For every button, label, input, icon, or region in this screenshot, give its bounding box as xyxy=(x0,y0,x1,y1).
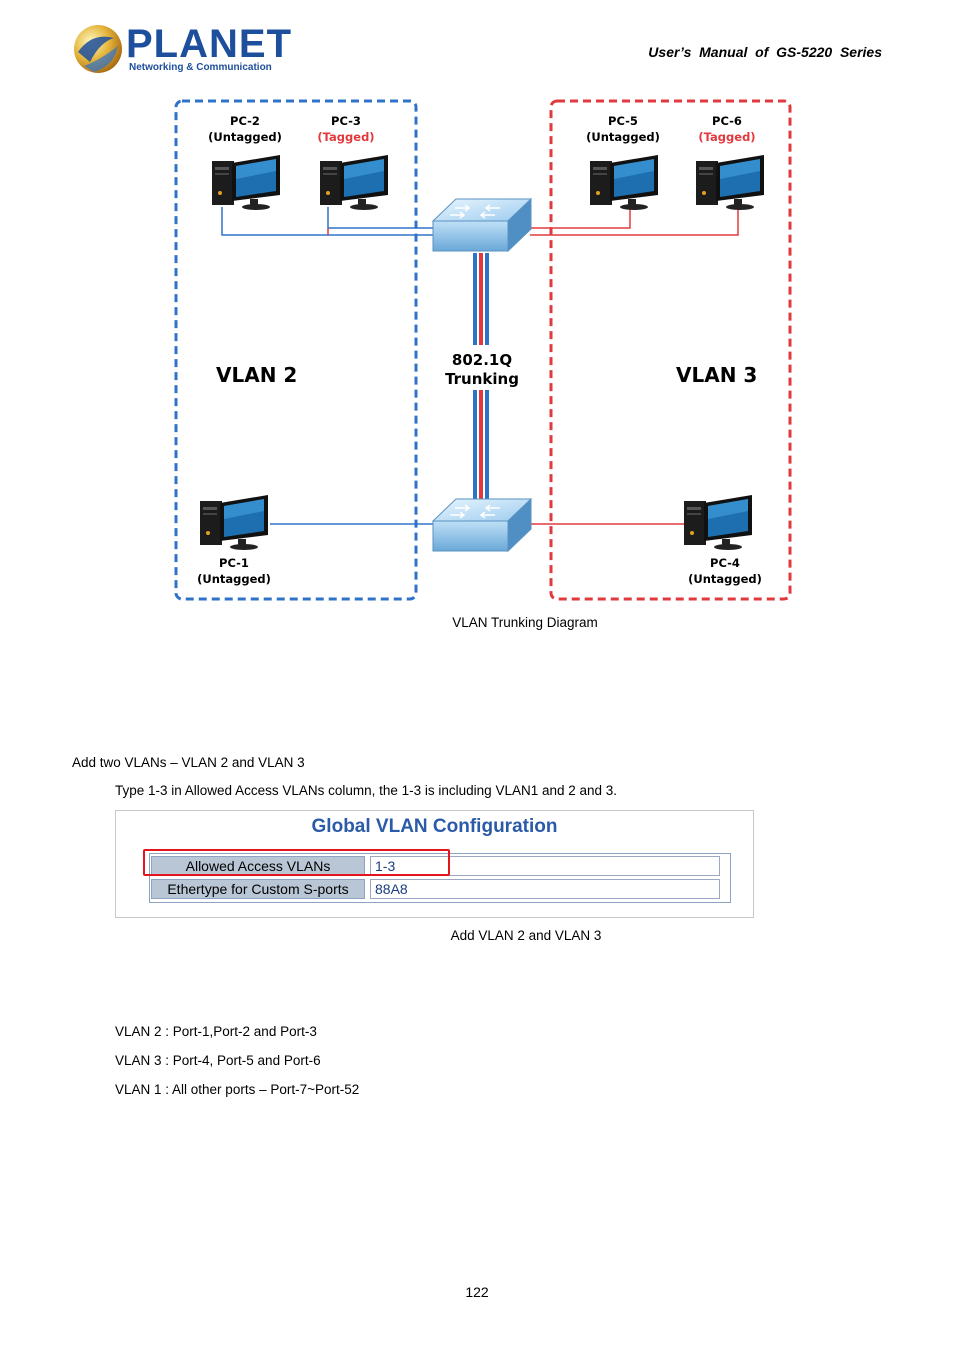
ethertype-label: Ethertype for Custom S-ports xyxy=(151,879,365,899)
planet-logo xyxy=(70,22,270,78)
pc-mode: (Tagged) xyxy=(698,130,755,144)
brand-tagline: Networking & Communication xyxy=(129,62,272,73)
allowed-access-vlans-input[interactable]: 1-3 xyxy=(370,856,720,876)
brand-name: PLANET xyxy=(126,22,292,66)
allowed-access-vlans-label: Allowed Access VLANs xyxy=(151,856,365,876)
step-detail: Type 1-3 in Allowed Access VLANs column,… xyxy=(115,783,618,798)
pc-icon xyxy=(684,495,752,550)
table-row: Ethertype for Custom S-ports 88A8 xyxy=(150,878,730,900)
pc-label: PC-3 xyxy=(331,114,361,128)
trunk-label-line2: Trunking xyxy=(445,370,519,388)
step-text: Add two VLANs – VLAN 2 and VLAN 3 xyxy=(72,755,305,770)
port-assignment-item: VLAN 3 : Port-4, Port-5 and Port-6 xyxy=(115,1053,321,1068)
page-number: 122 xyxy=(465,1284,489,1300)
pc-label: PC-1 xyxy=(219,556,249,570)
port-assignment-item: VLAN 2 : Port-1,Port-2 and Port-3 xyxy=(115,1024,317,1039)
figure-caption: VLAN Trunking Diagram xyxy=(452,615,598,630)
pc-label: PC-4 xyxy=(710,556,740,570)
pc-icon xyxy=(200,495,268,550)
vlan2-boundary xyxy=(174,99,418,601)
vlan3-boundary xyxy=(549,99,792,601)
switch-bottom-icon xyxy=(431,497,533,553)
vlan3-label: VLAN 3 xyxy=(676,363,757,387)
figure-caption: Add VLAN 2 and VLAN 3 xyxy=(450,928,602,943)
ethertype-input[interactable]: 88A8 xyxy=(370,879,720,899)
globe-icon xyxy=(74,25,122,73)
panel-title: Global VLAN Configuration xyxy=(311,816,558,837)
table-row: Allowed Access VLANs 1-3 xyxy=(150,855,730,877)
config-table: Allowed Access VLANs 1-3 Ethertype for C… xyxy=(149,853,731,903)
global-vlan-config-panel: Global VLAN Configuration Allowed Access… xyxy=(115,810,754,918)
pc-icon xyxy=(696,155,764,210)
switch-top-icon xyxy=(431,197,533,253)
pc-mode: (Tagged) xyxy=(317,130,374,144)
highlight-box xyxy=(143,849,450,876)
pc-label: PC-6 xyxy=(712,114,742,128)
vlan-trunking-diagram: PC-2 (Untagged) PC-3 (Tagged) PC-5 (Unta… xyxy=(174,99,792,601)
pc-label: PC-2 xyxy=(230,114,260,128)
pc-mode: (Untagged) xyxy=(208,130,282,144)
pc-icon xyxy=(212,155,280,210)
pc-mode: (Untagged) xyxy=(197,572,271,586)
pc-icon xyxy=(320,155,388,210)
vlan2-label: VLAN 2 xyxy=(216,363,297,387)
pc-icon xyxy=(590,155,658,210)
pc-mode: (Untagged) xyxy=(688,572,762,586)
manual-title: User’s Manual of GS-5220 Series xyxy=(648,44,882,60)
trunk-label-line1: 802.1Q xyxy=(452,351,512,369)
pc-mode: (Untagged) xyxy=(586,130,660,144)
port-assignment-item: VLAN 1 : All other ports – Port-7~Port-5… xyxy=(115,1082,360,1097)
pc-label: PC-5 xyxy=(608,114,638,128)
